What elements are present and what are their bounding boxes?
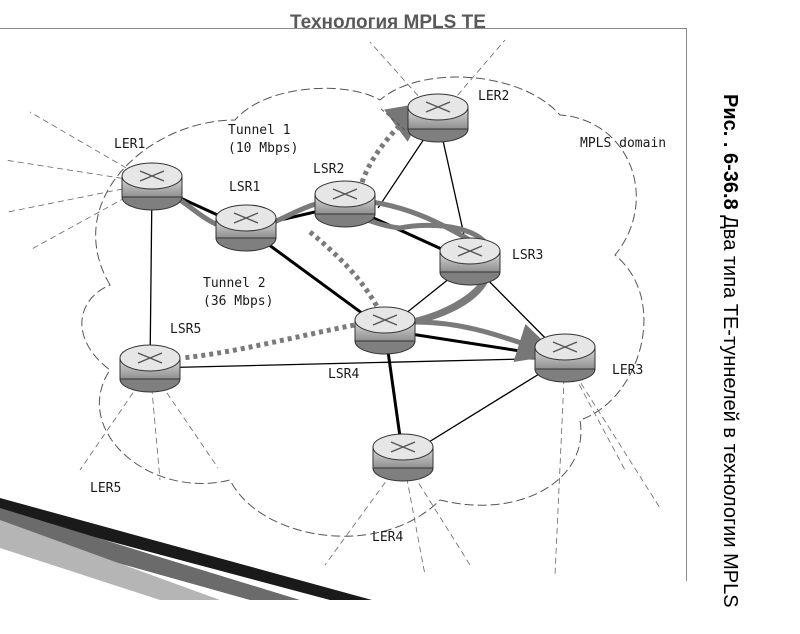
label-lsr4: LSR4 xyxy=(328,367,359,382)
label-ler4: LER4 xyxy=(372,530,403,545)
label-tunnel-1-name: Tunnel 1 xyxy=(228,123,291,138)
router-lsr2[interactable] xyxy=(314,180,376,228)
caption-text: Два типа TE-туннелей в технологии MPLS xyxy=(719,209,741,608)
caption-number: Рис. . 6-36.8 xyxy=(719,94,741,210)
label-lsr5: LSR5 xyxy=(170,322,201,337)
router-ler1[interactable] xyxy=(121,162,183,211)
mpls-domain-cloud xyxy=(81,76,645,537)
tunnel-2-dashed-bend xyxy=(379,107,406,131)
router-lsr3[interactable] xyxy=(439,237,501,286)
label-lsr1: LSR1 xyxy=(229,180,260,195)
label-tunnel-2-name: Tunnel 2 xyxy=(203,276,266,291)
slide-title: Технология MPLS TE xyxy=(290,12,486,33)
label-tunnel-1-bandwidth: (10 Mbps) xyxy=(228,141,298,156)
router-ler4[interactable] xyxy=(372,433,434,482)
label-lsr2: LSR2 xyxy=(313,162,344,177)
router-lsr1[interactable] xyxy=(215,204,277,252)
figure-frame xyxy=(0,28,687,581)
label-ler2: LER2 xyxy=(478,89,509,104)
figure-caption: Рис. . 6-36.8 Два типа TE-туннелей в тех… xyxy=(717,94,742,634)
label-ler5: LER5 xyxy=(90,481,121,496)
label-ler3: LER3 xyxy=(612,363,643,378)
corner-decoration xyxy=(0,498,372,600)
label-lsr3: LSR3 xyxy=(512,248,543,263)
router-ler2[interactable] xyxy=(407,93,469,143)
label-mpls-domain: MPLS domain xyxy=(580,136,666,151)
router-lsr5[interactable] xyxy=(119,344,181,393)
mpls-te-diagram: LER1 LER2 LER3 LER4 LER5 LSR1 LSR2 LSR3 … xyxy=(4,39,666,576)
router-lsr4[interactable] xyxy=(354,306,416,355)
router-ler3[interactable] xyxy=(534,333,596,383)
label-ler1: LER1 xyxy=(114,137,145,152)
tunnel-2-path-lsr5 xyxy=(181,319,371,361)
label-tunnel-2-bandwidth: (36 Mbps) xyxy=(203,294,273,309)
